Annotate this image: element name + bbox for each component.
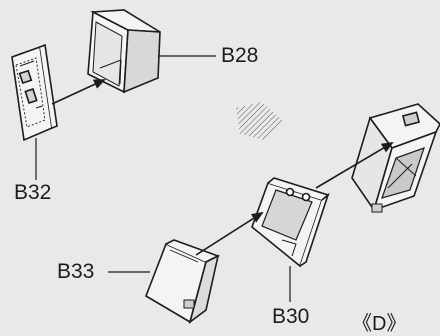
direction-arrow-icon xyxy=(236,102,284,140)
arrow-b32-to-b28 xyxy=(51,79,106,105)
label-b30: B30 xyxy=(272,305,310,328)
view-label-d: 《D》 xyxy=(352,313,407,335)
label-b28: B28 xyxy=(221,44,259,67)
leader-lines xyxy=(35,55,291,302)
label-b32: B32 xyxy=(14,181,52,204)
part-b32 xyxy=(11,43,58,142)
arrow-b33-to-b30 xyxy=(195,211,264,256)
assembly-arrows xyxy=(51,79,394,256)
part-b33 xyxy=(145,239,221,325)
arrow-b30-to-housing xyxy=(315,141,394,189)
part-b28 xyxy=(87,9,161,94)
main-housing xyxy=(351,103,440,213)
label-b33: B33 xyxy=(57,260,95,283)
part-b30 xyxy=(251,177,330,268)
